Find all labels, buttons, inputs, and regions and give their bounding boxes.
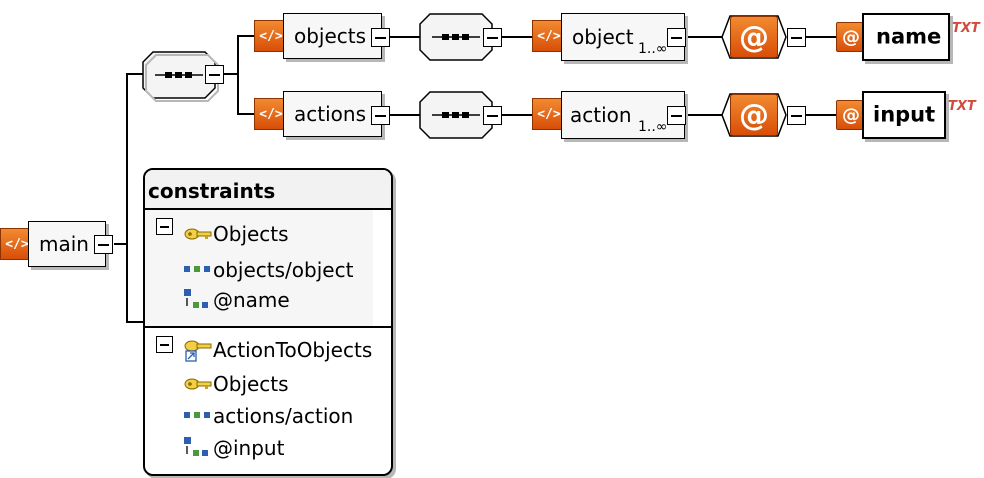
element-tag-icon: </> xyxy=(532,20,566,52)
collapse-toggle-actions-sequence[interactable] xyxy=(483,106,502,125)
element-label: actions xyxy=(294,102,366,126)
attribute-icon: @ xyxy=(836,22,866,52)
constraint-field-row: @input xyxy=(183,436,284,460)
collapse-toggle-actions[interactable] xyxy=(371,106,390,125)
type-badge: TXT xyxy=(952,21,980,36)
element-main[interactable]: main xyxy=(28,221,106,267)
collapse-toggle-object-attributes[interactable] xyxy=(787,28,806,47)
constraints-panel: constraints Objects objects/object xyxy=(143,168,393,476)
constraint-name: ActionToObjects xyxy=(213,338,373,362)
constraint-refer-row: Objects xyxy=(183,372,289,396)
constraint-field-row: @name xyxy=(183,288,290,312)
element-label: objects xyxy=(294,24,367,48)
constraint-refer: Objects xyxy=(213,372,289,396)
selector-icon xyxy=(184,412,210,418)
attribute-label: name xyxy=(876,24,942,49)
collapse-toggle-object[interactable] xyxy=(667,28,686,47)
attribute-group-icon: @ xyxy=(730,16,778,58)
cardinality-label: 1..∞ xyxy=(638,119,668,135)
element-action[interactable]: action 1..∞ xyxy=(561,91,685,139)
element-tag-icon: </> xyxy=(254,20,288,52)
element-tag-icon: </> xyxy=(254,98,288,130)
key-icon xyxy=(184,378,212,390)
element-label: action xyxy=(570,103,632,127)
field-icon xyxy=(184,437,208,456)
constraint-field: @name xyxy=(213,288,290,312)
constraint-field: @input xyxy=(213,436,285,460)
type-badge: TXT xyxy=(948,99,976,114)
element-label: main xyxy=(39,232,89,256)
collapse-toggle-constraint[interactable] xyxy=(156,218,173,235)
collapse-toggle-constraint[interactable] xyxy=(156,336,173,353)
sequence-compositor-icon xyxy=(419,13,493,61)
field-icon xyxy=(184,289,208,308)
collapse-toggle-main[interactable] xyxy=(94,235,113,254)
collapse-toggle-objects-sequence[interactable] xyxy=(483,28,502,47)
element-actions[interactable]: actions xyxy=(283,91,382,137)
key-icon xyxy=(184,228,212,240)
keyref-icon xyxy=(184,340,212,362)
constraint-group-objects: Objects objects/object @name xyxy=(145,210,373,326)
constraint-selector: actions/action xyxy=(213,404,354,428)
constraint-selector-row: actions/action xyxy=(183,404,353,428)
collapse-toggle-action[interactable] xyxy=(667,106,686,125)
constraint-name: Objects xyxy=(213,222,289,246)
constraints-title: constraints xyxy=(145,170,391,210)
selector-icon xyxy=(184,266,210,272)
collapse-toggle-objects[interactable] xyxy=(371,28,390,47)
attribute-icon: @ xyxy=(836,100,866,130)
element-objects[interactable]: objects xyxy=(283,13,382,59)
element-object[interactable]: object 1..∞ xyxy=(561,13,685,61)
attribute-group-icon: @ xyxy=(730,94,778,136)
cardinality-label: 1..∞ xyxy=(638,41,668,57)
constraint-keyref-row[interactable]: ActionToObjects xyxy=(183,338,372,362)
constraint-selector: objects/object xyxy=(213,258,354,282)
attribute-label: input xyxy=(873,102,936,127)
collapse-toggle-action-attributes[interactable] xyxy=(787,106,806,125)
constraint-selector-row: objects/object xyxy=(183,258,353,282)
group-divider xyxy=(145,326,391,328)
sequence-compositor-icon xyxy=(142,51,219,102)
collapse-toggle-sequence[interactable] xyxy=(205,65,224,84)
attribute-input[interactable]: input xyxy=(862,91,946,139)
constraint-group-actiontoobjects: ActionToObjects Objects actions/action xyxy=(145,328,391,474)
constraint-key-row[interactable]: Objects xyxy=(183,222,289,246)
element-label: object xyxy=(572,25,634,49)
sequence-compositor-icon xyxy=(419,91,493,139)
attribute-name[interactable]: name xyxy=(862,13,950,61)
